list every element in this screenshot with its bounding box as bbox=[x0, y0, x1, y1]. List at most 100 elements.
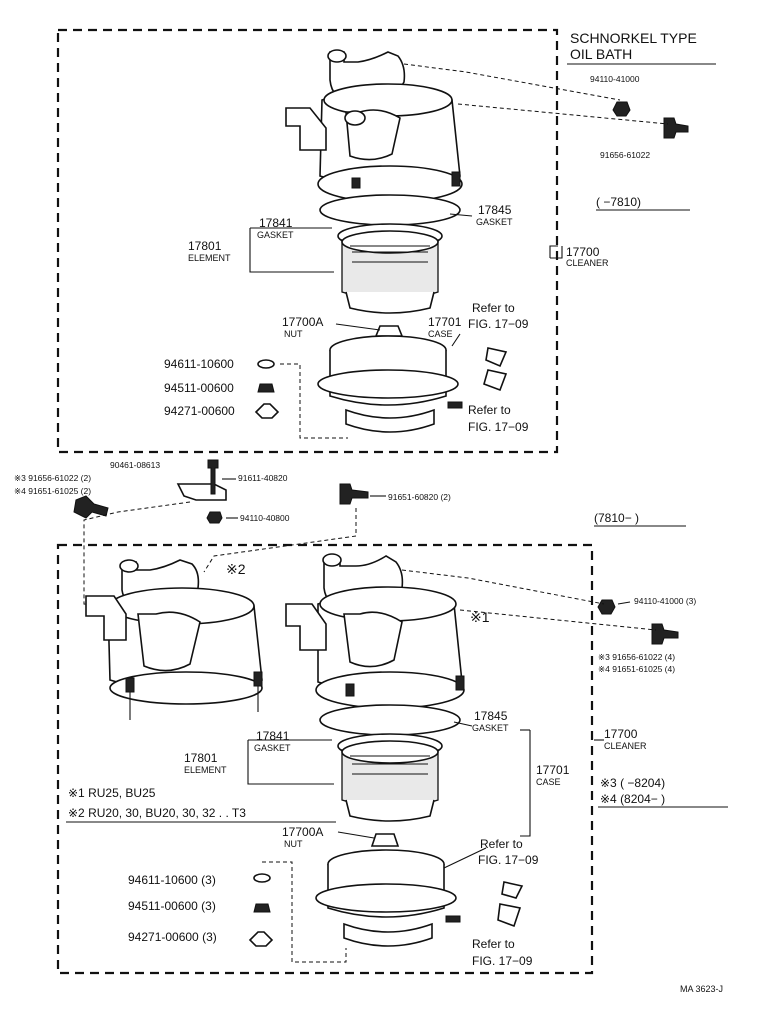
bottom-label-17701-case: CASE bbox=[536, 777, 561, 787]
bottom-assembly-frame bbox=[56, 543, 594, 975]
diagram-title: SCHNORKEL TYPE bbox=[570, 30, 697, 46]
top-leader-gasket-17845 bbox=[449, 213, 473, 217]
bottom-label-94110-41000: 94110-41000 (3) bbox=[634, 596, 696, 606]
label-m3-91656-61022: ※3 91656-61022 (2) bbox=[14, 473, 91, 483]
top-bolt-91656-icon bbox=[663, 117, 689, 139]
top-refer-label-1: Refer to bbox=[472, 301, 515, 315]
bottom-hex-nut-icon bbox=[253, 903, 271, 913]
top-label-17700-cleaner: CLEANER bbox=[566, 258, 609, 268]
label-94110-40800: 94110-40800 bbox=[240, 513, 290, 523]
top-clamp-latch-left bbox=[351, 177, 361, 189]
left-elbow-pipe bbox=[137, 611, 201, 672]
top-refer-label-2: Refer to bbox=[468, 403, 511, 417]
bolt-91656-icon bbox=[73, 495, 109, 519]
footer-code: MA 3623-J bbox=[680, 984, 723, 994]
bottom-label-17701: 17701 bbox=[536, 763, 570, 777]
bottom-leader-hardware bbox=[262, 861, 347, 963]
top-label-17700a-nut: NUT bbox=[284, 329, 303, 339]
bottom-leader-case bbox=[520, 730, 531, 837]
bottom-label-17700: 17700 bbox=[604, 727, 638, 741]
bottom-label-17841-gasket: GASKET bbox=[254, 743, 291, 753]
label-91611-40820: 91611-40820 bbox=[238, 473, 288, 483]
top-label-17700a: 17700A bbox=[282, 315, 323, 329]
bottom-label-94271-00600: 94271-00600 (3) bbox=[128, 930, 217, 944]
bottom-leader-nut bbox=[401, 569, 605, 605]
top-gasket-17845 bbox=[319, 194, 461, 226]
top-nut-94110-icon bbox=[612, 101, 631, 117]
top-washer-icon bbox=[257, 359, 275, 369]
label-94110-41000: 94110-41000 bbox=[590, 74, 640, 84]
top-leader-hardware bbox=[280, 363, 348, 439]
top-label-17845: 17845 bbox=[478, 203, 512, 217]
bottom-wing-nut-icon bbox=[248, 931, 274, 947]
top-leader-case bbox=[451, 333, 461, 347]
bottom-element-top bbox=[341, 740, 439, 764]
bottom-label-17845: 17845 bbox=[474, 709, 508, 723]
bottom-leader-bolt bbox=[459, 609, 657, 631]
top-label-17845-gasket: GASKET bbox=[476, 217, 513, 227]
bottom-clip-upper bbox=[501, 881, 524, 899]
left-mount-bracket bbox=[85, 595, 127, 641]
top-hex-nut-icon bbox=[257, 383, 275, 393]
bottom-label-m3-91656: ※3 91656-61022 (4) bbox=[598, 652, 675, 662]
bottom-refer-label-1: Refer to bbox=[480, 837, 523, 851]
bottom-mount-bracket bbox=[285, 603, 327, 651]
top-clamp-latch-right bbox=[451, 171, 461, 187]
bottom-clip-lower bbox=[497, 903, 522, 928]
legend-mark-3: ※3 ( −8204) bbox=[600, 776, 665, 790]
bottom-leader-refer bbox=[443, 847, 487, 869]
label-m4-91651-61025: ※4 91651-61025 (2) bbox=[14, 486, 91, 496]
legend-mark-4: ※4 (8204− ) bbox=[600, 792, 665, 806]
bottom-label-94511-00600: 94511-00600 (3) bbox=[128, 899, 216, 913]
top-label-94271-00600: 94271-00600 bbox=[164, 404, 235, 418]
bottom-main-cleaner-assembly bbox=[285, 553, 524, 947]
top-elbow-opening bbox=[344, 110, 366, 126]
legend-mark-1: ※1 RU25, BU25 bbox=[68, 786, 156, 800]
bottom-label-17845-gasket: GASKET bbox=[472, 723, 509, 733]
top-label-17841: 17841 bbox=[259, 216, 293, 230]
top-oil-case-bottom bbox=[345, 408, 435, 433]
bottom-elbow-pipe bbox=[343, 611, 403, 668]
top-mount-bracket bbox=[285, 107, 327, 151]
bottom-label-17700-cleaner: CLEANER bbox=[604, 741, 647, 751]
bottom-label-94611-10600: 94611-10600 (3) bbox=[128, 873, 216, 887]
bottom-leader-gasket-17845 bbox=[453, 721, 473, 727]
top-clip-upper bbox=[485, 347, 508, 368]
top-air-cleaner-assembly bbox=[285, 49, 508, 433]
nut-94110-40800-icon bbox=[206, 511, 223, 524]
bottom-label-17700a: 17700A bbox=[282, 825, 323, 839]
left-latch-right bbox=[253, 671, 263, 687]
bottom-latch-left bbox=[345, 683, 355, 697]
bottom-nut-94110-icon bbox=[597, 599, 616, 615]
bottom-refer-label-2: Refer to bbox=[472, 937, 515, 951]
top-leader-bolt bbox=[457, 103, 669, 125]
bolt-91611-icon bbox=[207, 459, 219, 495]
left-clamp-band bbox=[109, 671, 263, 705]
top-wing-nut-icon bbox=[254, 403, 280, 419]
bottom-refer-fig-2: FIG. 17−09 bbox=[472, 954, 533, 968]
mark-2-label: ※2 bbox=[226, 561, 246, 577]
bottom-bolt-91656-icon bbox=[651, 623, 679, 645]
bottom-clamp-band bbox=[315, 671, 465, 709]
top-leader-cleaner bbox=[549, 245, 558, 258]
top-element-base bbox=[345, 291, 435, 314]
top-label-17801-element: ELEMENT bbox=[188, 253, 231, 263]
bottom-snorkel-inlet bbox=[322, 553, 342, 567]
bottom-washer-icon bbox=[253, 873, 271, 883]
label-91651-60820: 91651-60820 (2) bbox=[388, 492, 451, 502]
bottom-wing-nut-17700a bbox=[370, 833, 400, 847]
top-leader-element bbox=[249, 228, 334, 273]
top-element-top bbox=[341, 230, 439, 254]
top-label-17801: 17801 bbox=[188, 239, 222, 253]
top-cleaner-lid bbox=[323, 83, 453, 117]
top-leader-cleaner-tick bbox=[550, 246, 563, 259]
bottom-label-m4-91651: ※4 91651-61025 (4) bbox=[598, 664, 675, 674]
label-90461-08613: 90461-08613 bbox=[110, 460, 160, 470]
bottom-leader-nut-17700a bbox=[337, 831, 375, 839]
bottom-left-cleaner-assembly bbox=[85, 559, 263, 720]
bottom-label-17841: 17841 bbox=[256, 729, 290, 743]
top-snorkel-inlet bbox=[327, 49, 347, 63]
top-refer-fig-1: FIG. 17−09 bbox=[468, 317, 529, 331]
top-oil-case-ring bbox=[317, 369, 459, 399]
bottom-label-17801: 17801 bbox=[184, 751, 218, 765]
